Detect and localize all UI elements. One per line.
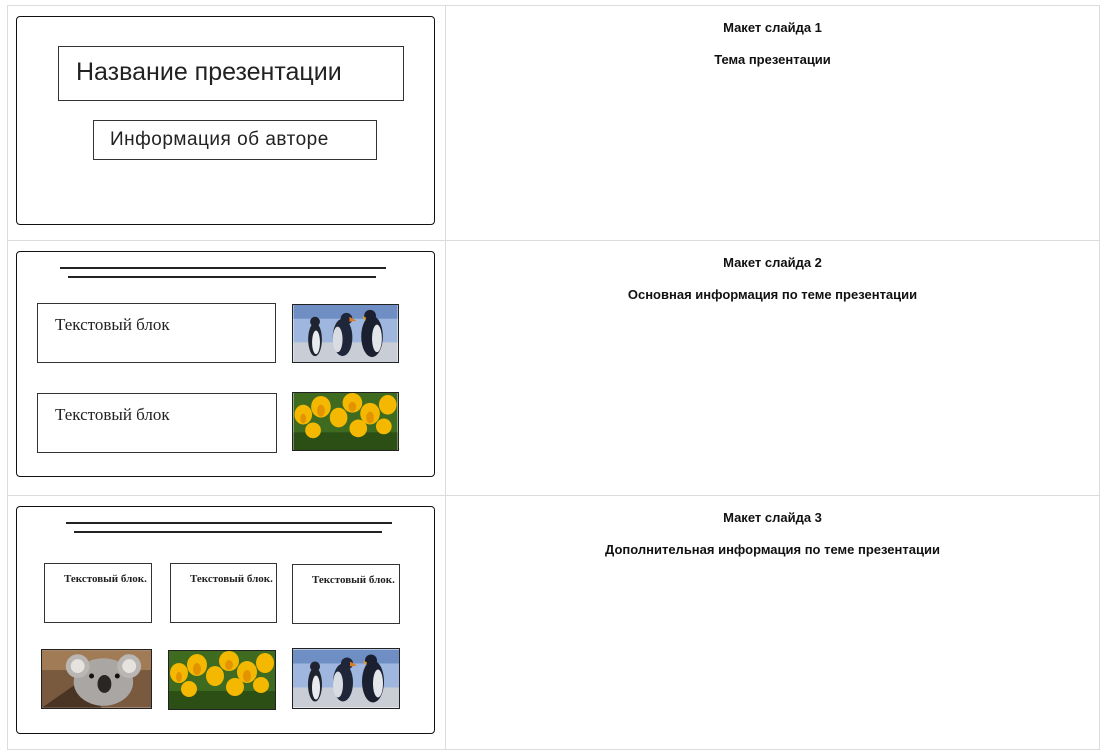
penguins-image bbox=[292, 304, 399, 363]
table-row: Текстовый блок Текстовый блок Макет слай… bbox=[7, 240, 1100, 496]
table-row: Текстовый блок. Текстовый блок. Текстовы… bbox=[7, 495, 1100, 750]
slide-3-mockup: Текстовый блок. Текстовый блок. Текстовы… bbox=[16, 506, 435, 734]
title-rule bbox=[74, 531, 382, 533]
layout-table: Название презентации Информация об автор… bbox=[7, 5, 1100, 750]
table-row: Название презентации Информация об автор… bbox=[7, 5, 1100, 241]
slide-caption-subtitle: Тема презентации bbox=[714, 52, 831, 67]
slide-description-cell: Макет слайда 2 Основная информация по те… bbox=[445, 240, 1100, 496]
slide-caption-subtitle: Основная информация по теме презентации bbox=[627, 287, 918, 302]
slide-caption-title: Макет слайда 2 bbox=[723, 255, 822, 270]
slide-caption-subtitle: Дополнительная информация по теме презен… bbox=[605, 542, 940, 557]
text-block: Текстовый блок. bbox=[292, 564, 400, 624]
slide-caption-title: Макет слайда 3 bbox=[723, 510, 822, 525]
title-rule bbox=[60, 267, 386, 269]
slide-caption-title: Макет слайда 1 bbox=[723, 20, 822, 35]
tulips-image bbox=[168, 650, 276, 710]
slide-layout-cell: Название презентации Информация об автор… bbox=[7, 5, 446, 241]
slide-description-cell: Макет слайда 1 Тема презентации bbox=[445, 5, 1100, 241]
text-block: Текстовый блок bbox=[37, 303, 276, 363]
slide-1-mockup: Название презентации Информация об автор… bbox=[16, 16, 435, 225]
penguins-image bbox=[292, 648, 400, 709]
author-placeholder: Информация об авторе bbox=[93, 120, 377, 160]
slide-layout-cell: Текстовый блок. Текстовый блок. Текстовы… bbox=[7, 495, 446, 750]
slide-layout-cell: Текстовый блок Текстовый блок bbox=[7, 240, 446, 496]
slide-description-cell: Макет слайда 3 Дополнительная информация… bbox=[445, 495, 1100, 750]
text-block: Текстовый блок bbox=[37, 393, 277, 453]
text-block: Текстовый блок. bbox=[44, 563, 152, 623]
text-block: Текстовый блок. bbox=[170, 563, 277, 623]
tulips-image bbox=[292, 392, 399, 451]
title-placeholder: Название презентации bbox=[58, 46, 404, 101]
title-rule bbox=[66, 522, 392, 524]
slide-2-mockup: Текстовый блок Текстовый блок bbox=[16, 251, 435, 477]
koala-image bbox=[41, 649, 152, 709]
title-rule bbox=[68, 276, 376, 278]
